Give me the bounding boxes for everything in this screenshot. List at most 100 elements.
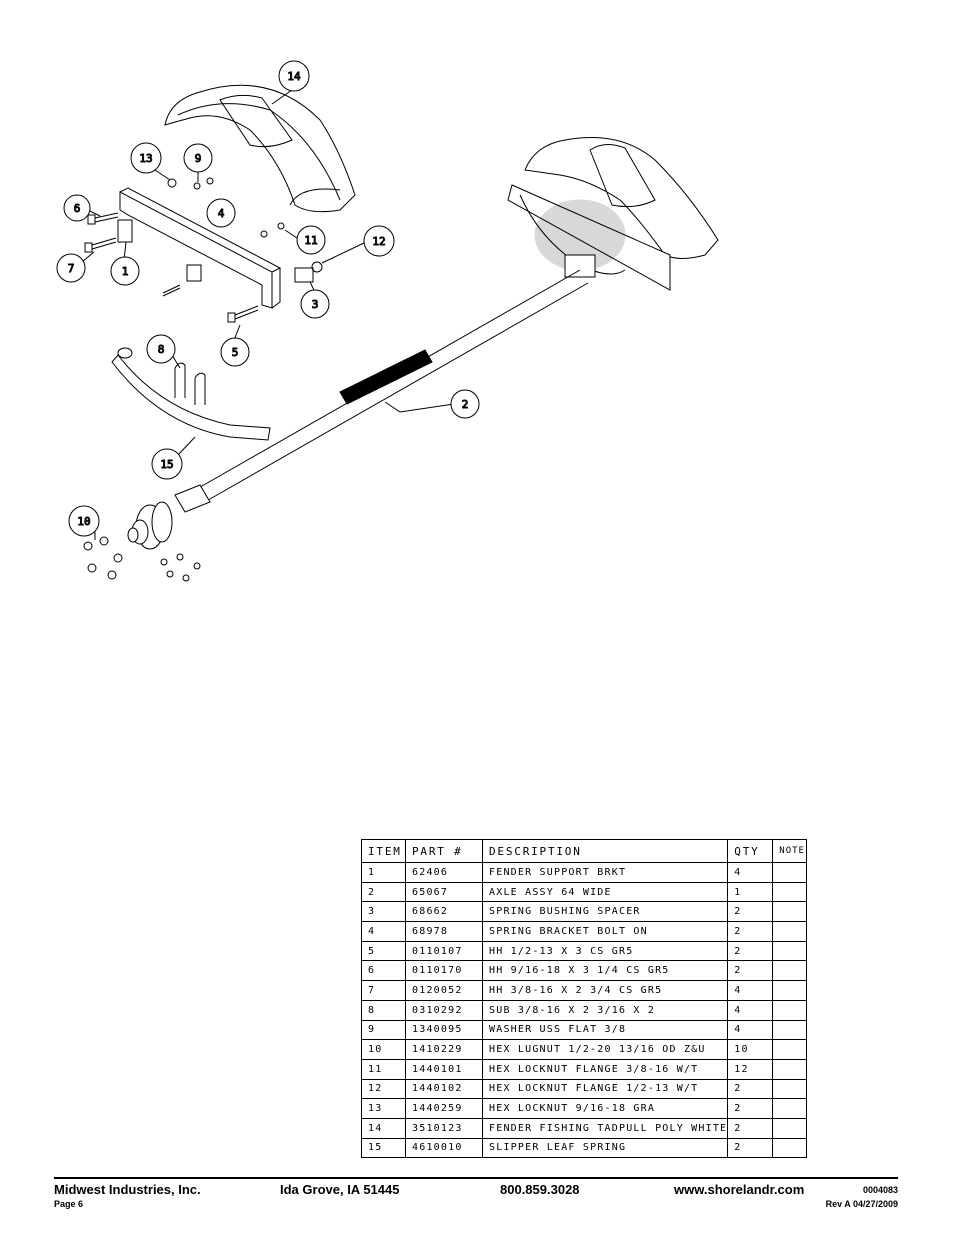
cell-description: SUB 3/8-16 X 2 3/16 X 2 <box>481 999 729 1021</box>
header-description: DESCRIPTION <box>481 839 729 863</box>
cell-description: HEX LOCKNUT FLANGE 3/8-16 W/T <box>481 1058 729 1080</box>
cell-item: 2 <box>361 881 406 903</box>
cell-item: 4 <box>361 921 406 942</box>
cell-part: 0110170 <box>405 960 483 982</box>
axle-tube <box>174 269 589 513</box>
cell-part: 68978 <box>405 921 483 942</box>
cell-part: 0310292 <box>405 999 483 1021</box>
callout-label: 3 <box>312 298 319 311</box>
cell-item: 9 <box>361 1019 406 1041</box>
cell-item: 10 <box>361 1039 406 1060</box>
cell-item: 13 <box>361 1098 406 1119</box>
footer-company: Midwest Industries, Inc. <box>54 1182 201 1197</box>
cell-description: WASHER USS FLAT 3/8 <box>481 1019 729 1041</box>
callout-label: 12 <box>372 235 385 248</box>
cell-part: 1340095 <box>405 1019 483 1041</box>
cell-qty: 2 <box>727 1117 774 1139</box>
callout-label: 13 <box>139 152 152 165</box>
cell-part: 1440102 <box>405 1078 483 1100</box>
cell-item: 3 <box>361 901 406 923</box>
cell-qty: 10 <box>727 1039 774 1060</box>
cell-description: HH 9/16-18 X 3 1/4 CS GR5 <box>481 960 729 982</box>
cell-description: SPRING BRACKET BOLT ON <box>481 921 729 942</box>
footer-phone: 800.859.3028 <box>500 1182 580 1197</box>
exploded-axle-diagram: 14 13 9 6 4 11 12 7 1 3 5 8 2 15 10 <box>56 60 719 582</box>
cell-part: 62406 <box>405 862 483 883</box>
bolts <box>84 212 259 323</box>
cell-note <box>772 1117 808 1139</box>
callout-bubbles: 14 13 9 6 4 11 12 7 1 3 5 8 2 15 10 <box>56 60 480 537</box>
cell-note <box>772 1098 808 1119</box>
cell-part: 68662 <box>405 901 483 923</box>
header-qty: QTY <box>727 839 774 863</box>
cell-qty: 4 <box>727 1019 774 1041</box>
cell-qty: 4 <box>727 980 774 1001</box>
small-hardware <box>167 177 323 283</box>
spring-bracket <box>119 187 282 309</box>
cell-part: 1440259 <box>405 1098 483 1119</box>
cell-description: FENDER FISHING TADPULL POLY WHITE <box>481 1117 729 1139</box>
cell-item: 5 <box>361 940 406 962</box>
cell-item: 7 <box>361 980 406 1001</box>
cell-note <box>772 999 808 1021</box>
callout-label: 11 <box>304 234 317 247</box>
cell-description: HEX LUGNUT 1/2-20 13/16 OD Z&U <box>481 1039 729 1060</box>
cell-note <box>772 1058 808 1080</box>
fender-support-bracket <box>117 219 133 243</box>
left-fender <box>164 84 356 213</box>
cell-description: AXLE ASSY 64 WIDE <box>481 881 729 903</box>
cell-description: HEX LOCKNUT 9/16-18 GRA <box>481 1098 729 1119</box>
right-fender <box>507 137 719 291</box>
callout-label: 6 <box>74 202 81 215</box>
leaf-spring <box>111 347 271 441</box>
lugnuts <box>83 536 201 582</box>
callout-label: 7 <box>68 262 75 275</box>
cell-note <box>772 960 808 982</box>
footer-page-number: Page 6 <box>54 1199 84 1209</box>
cell-item: 12 <box>361 1078 406 1100</box>
cell-description: SLIPPER LEAF SPRING <box>481 1137 729 1159</box>
cell-note <box>772 881 808 903</box>
callout-label: 9 <box>195 152 202 165</box>
cell-qty: 2 <box>727 940 774 962</box>
callout-label: 5 <box>232 346 239 359</box>
cell-qty: 12 <box>727 1058 774 1080</box>
callout-label: 15 <box>160 458 173 471</box>
callout-label: 1 <box>122 265 129 278</box>
cell-item: 11 <box>361 1058 406 1080</box>
callout-label: 10 <box>77 515 90 528</box>
cell-description: HEX LOCKNUT FLANGE 1/2-13 W/T <box>481 1078 729 1100</box>
cell-note <box>772 980 808 1001</box>
cell-part: 1410229 <box>405 1039 483 1060</box>
cell-qty: 2 <box>727 1098 774 1119</box>
cell-item: 15 <box>361 1137 406 1159</box>
cell-qty: 2 <box>727 1137 774 1159</box>
cell-item: 1 <box>361 862 406 883</box>
cell-note <box>772 1078 808 1100</box>
cell-note <box>772 1137 808 1159</box>
cell-note <box>772 862 808 883</box>
cell-qty: 2 <box>727 901 774 923</box>
cell-description: HH 3/8-16 X 2 3/4 CS GR5 <box>481 980 729 1001</box>
cell-part: 65067 <box>405 881 483 903</box>
footer-location: Ida Grove, IA 51445 <box>280 1182 400 1197</box>
cell-qty: 4 <box>727 999 774 1021</box>
cell-note <box>772 901 808 923</box>
header-part: PART # <box>405 839 483 863</box>
cell-note <box>772 1019 808 1041</box>
